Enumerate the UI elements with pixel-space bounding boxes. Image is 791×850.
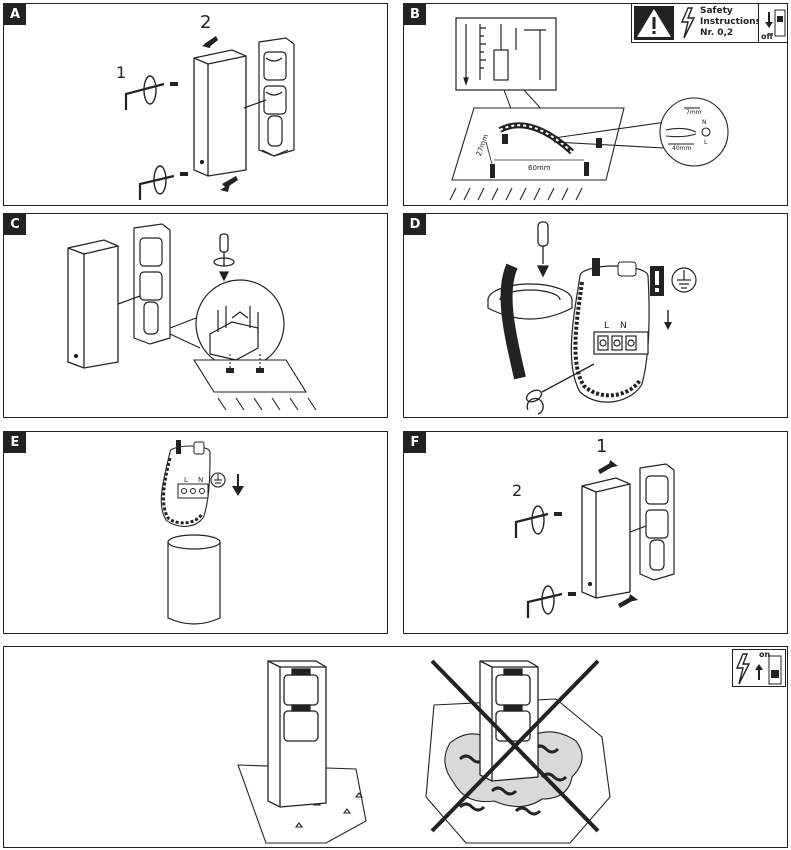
arrow-icon [202, 36, 238, 192]
earth-icon [210, 472, 226, 488]
post-cover [193, 49, 247, 177]
post-wrong [479, 660, 539, 782]
terminal-block [177, 483, 209, 499]
screw-icon [170, 82, 188, 176]
tools-box [455, 17, 557, 91]
panel-d-illustration: L N [487, 221, 697, 415]
power-off-box: off [758, 3, 788, 43]
panel-g-illustration [237, 659, 611, 844]
wire-strip-detail [553, 97, 729, 167]
panel-e-tag: E [4, 432, 26, 453]
anchor-icon [226, 368, 264, 373]
post-cover [67, 239, 119, 369]
safety-line-1: Safety [700, 6, 733, 16]
lightning-icon [680, 7, 696, 39]
allen-key-icon [514, 512, 563, 618]
safety-line-3: Nr. 0,2 [700, 28, 734, 38]
panel-a-tag: A [4, 4, 26, 25]
arrow-down-icon [232, 474, 244, 496]
panel-c-tag: C [4, 214, 26, 235]
terminal-l-label: L [184, 476, 188, 484]
panel-b-illustration: 60mm 27mm 7mm 40mm N L [449, 17, 729, 201]
ground-plane [193, 354, 317, 411]
earth-wire [573, 281, 642, 398]
cable [500, 263, 526, 380]
power-off-label: off [761, 32, 773, 41]
power-on-label: on [759, 650, 771, 659]
step-1-label: 1 [596, 436, 607, 457]
cable-end [592, 258, 600, 276]
cable-end-white [193, 441, 205, 455]
post-correct [267, 660, 327, 808]
safety-line-2: Instructions [700, 17, 761, 27]
step-2-label: 2 [512, 481, 522, 500]
ground-plane [449, 107, 625, 201]
wire-l-label: L [704, 139, 708, 146]
earth-icon [671, 267, 697, 293]
rotate-icon [531, 505, 555, 615]
panel-f: F 1 2 [403, 431, 788, 634]
panel-e: E L N [3, 431, 388, 634]
panel-d-tag: D [404, 214, 426, 235]
panel-a: A 1 2 [3, 3, 388, 206]
step-1-label: 1 [116, 63, 126, 82]
screwdriver-icon [536, 221, 550, 278]
rotate-icon [143, 75, 167, 195]
power-on-icon [735, 653, 782, 685]
panel-d: D L [403, 213, 788, 418]
warning-icon [634, 6, 674, 40]
panel-f-tag: F [404, 432, 426, 453]
panel-b-tag: B [404, 4, 426, 25]
step-2-label: 2 [200, 12, 211, 33]
screwdriver-icon [213, 233, 235, 282]
base-detail-magnifier [169, 279, 285, 369]
screw-icon [554, 512, 576, 596]
terminal-block [593, 331, 649, 355]
power-on-box: on [732, 649, 786, 687]
allen-key-icon [124, 82, 175, 200]
cylinder-cover [167, 534, 221, 625]
terminal-n-label: N [620, 321, 627, 331]
panel-f-illustration: 1 2 [512, 436, 675, 618]
dim-width: 60mm [528, 164, 551, 172]
breaker-icon [765, 9, 786, 37]
panel-c-illustration [67, 223, 317, 411]
arrow-icon [598, 460, 638, 608]
prohibited-cross-icon [430, 659, 600, 833]
terminal-l-label: L [604, 321, 609, 331]
screwdriver-icon [525, 363, 595, 415]
panel-installation-ok-vs-wrong: on [3, 646, 788, 848]
dimension-lines [485, 141, 584, 165]
socket-unit [243, 37, 295, 157]
warning-icon [650, 266, 664, 296]
panel-a-illustration: 1 2 [116, 12, 295, 200]
dim-strip-long: 40mm [672, 145, 691, 152]
terminal-n-label: N [198, 476, 203, 484]
panel-e-illustration: L N [160, 440, 244, 625]
socket-unit [117, 223, 171, 345]
cable-gland [487, 283, 573, 320]
dim-strip-short: 7mm [686, 109, 702, 116]
anchor-icon [490, 134, 602, 178]
cable-end [176, 440, 181, 454]
cable-end-white [617, 261, 637, 277]
socket-unit [629, 463, 675, 581]
panel-c: C [3, 213, 388, 418]
wire-n-label: N [702, 119, 707, 126]
post-cover [581, 477, 631, 599]
